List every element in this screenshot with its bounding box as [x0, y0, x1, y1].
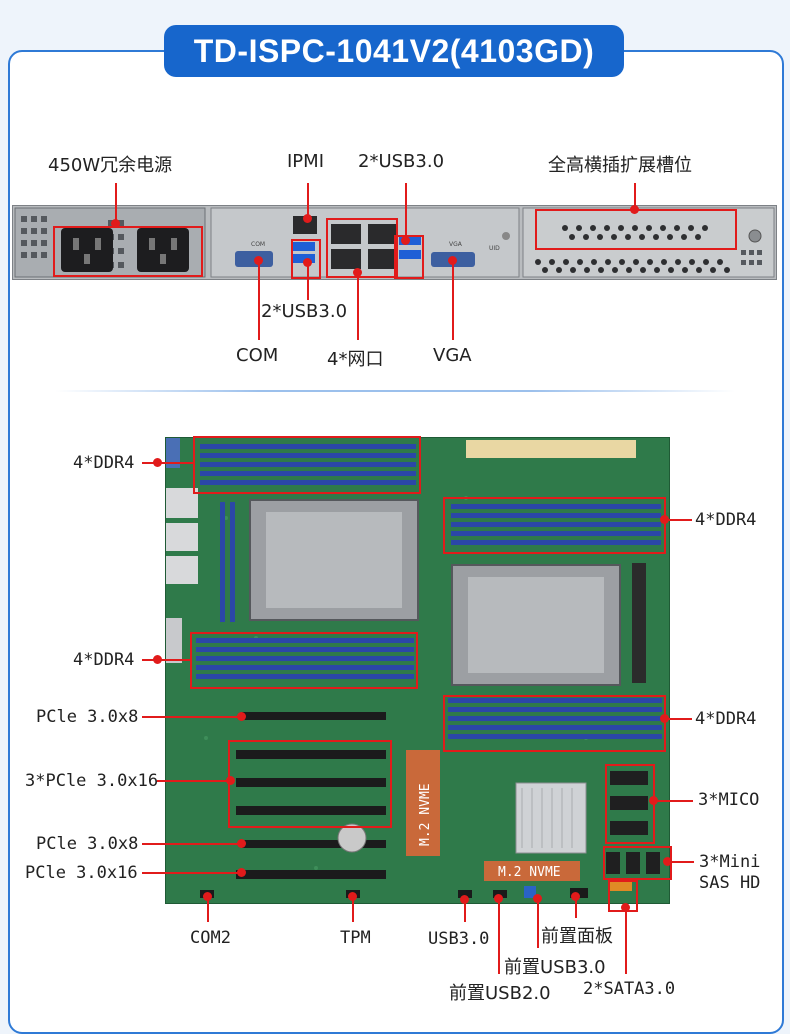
- minisas-dot: [663, 857, 672, 866]
- minisas-highlight: [603, 846, 672, 880]
- panel-com-text: COM: [251, 241, 265, 248]
- sata-line: [625, 908, 627, 974]
- tpm-line: [352, 896, 354, 922]
- pcie-x8-a-label: PCle 3.0x8: [36, 707, 139, 727]
- com2-label: COM2: [190, 928, 231, 948]
- panel-uid-text: UID: [489, 245, 500, 252]
- minisas-label-line1: 3*Mini: [699, 852, 761, 872]
- pcie-x16-3-highlight: [228, 740, 392, 828]
- com-callout-dot: [254, 256, 263, 265]
- m2-vertical-text: M.2 NVME: [418, 783, 433, 846]
- usb30-dot: [460, 895, 469, 904]
- page-title: TD-ISPC-1041V2(4103GD): [164, 25, 624, 77]
- com2-dot: [203, 892, 212, 901]
- ddr-tr-label: 4*DDR4: [695, 510, 757, 530]
- front-panel-label: 前置面板: [541, 926, 613, 947]
- pcie-x16-b-line: [142, 872, 240, 874]
- mico-label: 3*MICO: [698, 790, 760, 810]
- pcie-x8-a-dot: [237, 712, 246, 721]
- pcie-x16-3-label: 3*PCle 3.0x16: [25, 771, 159, 791]
- psu-callout-line: [115, 183, 117, 226]
- com-callout-line: [258, 260, 260, 340]
- ddr-mr-highlight: [443, 695, 666, 752]
- front-panel-dot: [571, 892, 580, 901]
- ddr-mr-dot: [660, 714, 669, 723]
- pcie-x16-b-label: PCle 3.0x16: [25, 863, 138, 883]
- ddr-ml-dot: [153, 655, 162, 664]
- front-panel-line: [575, 896, 577, 918]
- ddr-ml-label: 4*DDR4: [73, 650, 135, 670]
- motherboard-drawing: M.2 NVME M.2 NVME: [166, 438, 662, 898]
- pcie-x16-b-dot: [237, 868, 246, 877]
- usb-top-callout-dot: [401, 236, 410, 245]
- ddr-ml-highlight: [190, 632, 418, 689]
- ddr-tr-dot: [660, 515, 669, 524]
- usb-top-label: 2*USB3.0: [358, 151, 445, 172]
- psu-highlight: [53, 226, 203, 277]
- ddr-mr-line: [662, 718, 692, 720]
- sata-dot: [621, 903, 630, 912]
- panel-vga-text: VGA: [449, 241, 463, 248]
- minisas-label-line2: SAS HD: [699, 873, 761, 893]
- ddr-tl-line: [142, 462, 194, 464]
- tpm-label: TPM: [340, 928, 371, 948]
- front-usb3-dot: [533, 894, 542, 903]
- pcie-x8-a-line: [142, 716, 240, 718]
- psu-callout-dot: [111, 219, 120, 228]
- expansion-label: 全高横插扩展槽位: [548, 155, 692, 176]
- mico-line: [651, 800, 693, 802]
- usb-bottom-highlight: [291, 239, 321, 279]
- mico-dot: [649, 796, 658, 805]
- usb30-label: USB3.0: [428, 929, 490, 949]
- pcie-x16-3-dot: [226, 776, 235, 785]
- pcie-x16-3-line: [157, 780, 228, 782]
- front-usb3-label: 前置USB3.0: [504, 957, 606, 978]
- ddr-ml-line: [142, 659, 190, 661]
- ddr-tl-highlight: [193, 436, 421, 494]
- front-usb2-dot: [494, 894, 503, 903]
- usb-bottom-callout-dot: [303, 258, 312, 267]
- com2-line: [207, 896, 209, 922]
- expansion-callout-line: [634, 183, 636, 210]
- m2-horizontal-text: M.2 NVME: [498, 865, 561, 880]
- com-label: COM: [236, 345, 279, 366]
- lan-callout-dot: [353, 268, 362, 277]
- lan-highlight: [326, 218, 398, 278]
- lan-label: 4*网口: [327, 349, 384, 370]
- tpm-dot: [348, 892, 357, 901]
- psu-label: 450W冗余电源: [48, 155, 173, 176]
- vga-label: VGA: [433, 345, 472, 366]
- ddr-tl-label: 4*DDR4: [73, 453, 135, 473]
- ddr-tr-highlight: [443, 497, 666, 554]
- expansion-highlight: [535, 209, 737, 250]
- expansion-callout-dot: [630, 205, 639, 214]
- usb-bottom-callout-line: [307, 262, 309, 300]
- usb-top-callout-line: [405, 183, 407, 235]
- pcie-x8-b-line: [142, 843, 240, 845]
- pcie-x8-b-label: PCle 3.0x8: [36, 834, 139, 854]
- usb30-line: [464, 900, 466, 922]
- sata-label: 2*SATA3.0: [583, 979, 676, 999]
- ddr-tr-line: [662, 519, 692, 521]
- usb-top-highlight: [394, 235, 424, 279]
- ipmi-callout-dot: [303, 214, 312, 223]
- ddr-tl-dot: [153, 458, 162, 467]
- ddr-mr-label: 4*DDR4: [695, 709, 757, 729]
- front-usb2-label: 前置USB2.0: [449, 983, 551, 1004]
- pcie-x8-b-dot: [237, 839, 246, 848]
- vga-callout-line: [452, 260, 454, 340]
- section-divider: [55, 390, 735, 392]
- vga-callout-dot: [448, 256, 457, 265]
- mico-highlight: [605, 764, 655, 844]
- ipmi-label: IPMI: [287, 151, 325, 172]
- front-usb2-line: [498, 898, 500, 974]
- lan-callout-line: [357, 274, 359, 340]
- ipmi-callout-line: [307, 183, 309, 219]
- usb-bottom-label: 2*USB3.0: [261, 301, 348, 322]
- minisas-line: [668, 861, 694, 863]
- front-usb3-line: [537, 898, 539, 948]
